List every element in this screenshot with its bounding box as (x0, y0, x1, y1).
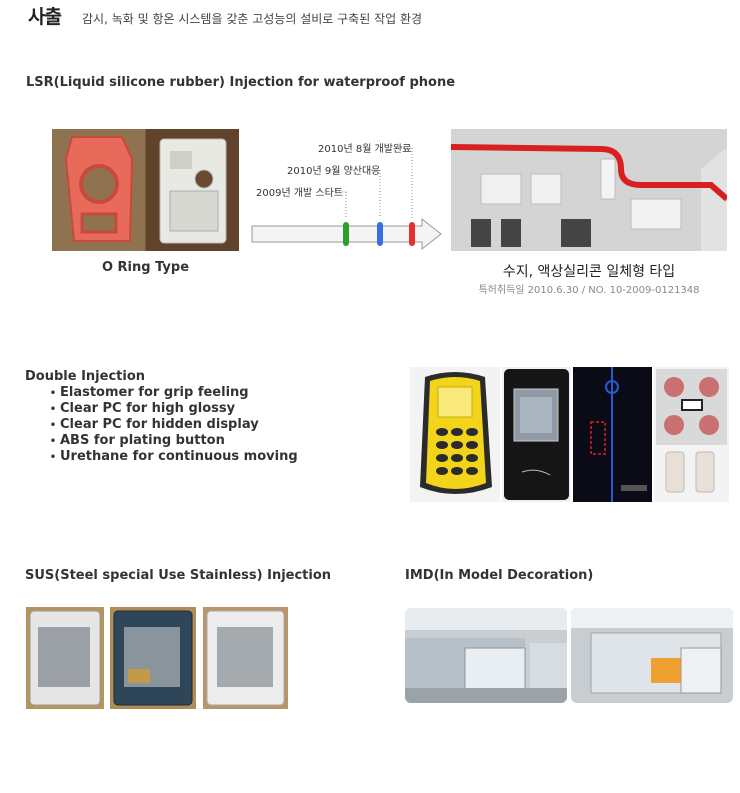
timeline-label-start: 2009년 개발 스타트 (256, 188, 344, 199)
sus-photo-1 (26, 607, 104, 709)
page-subtitle: 감시, 녹화 및 항온 시스템을 갖춘 고성능의 설비로 구축된 작업 환경 (82, 12, 423, 26)
imd-factory-photo-2 (571, 608, 733, 703)
list-item: •Elastomer for grip feeling (49, 385, 249, 400)
o-ring-caption: O Ring Type (101, 260, 190, 275)
patent-info: 특허취득일 2010.6.30 / NO. 10-2009-0121348 (478, 285, 700, 296)
black-phone-photo (502, 367, 571, 502)
double-injection-list: •Elastomer for grip feeling •Clear PC fo… (46, 385, 298, 465)
sus-heading: SUS(Steel special Use Stainless) Injecti… (25, 568, 332, 583)
timeline-label-mass-production: 2010년 9월 양산대응 (287, 166, 381, 177)
sus-photo-3 (203, 607, 288, 709)
yellow-phone-photo (410, 367, 500, 502)
list-item: •Clear PC for high glossy (49, 401, 236, 416)
imd-factory-photo-1 (405, 608, 567, 703)
lsr-caption: 수지, 액상실리콘 일체형 타입 (502, 264, 676, 280)
plating-button-photo (654, 367, 729, 502)
imd-heading: IMD(In Model Decoration) (405, 568, 594, 583)
development-timeline (250, 134, 446, 252)
lsr-heading: LSR(Liquid silicone rubber) Injection fo… (26, 75, 456, 90)
lsr-product-photo (451, 129, 727, 251)
hidden-display-phone-photo (573, 367, 652, 502)
list-item: •Urethane for continuous moving (49, 449, 298, 464)
list-item: •ABS for plating button (49, 433, 225, 448)
sus-photo-2 (110, 607, 196, 709)
list-item: •Clear PC for hidden display (49, 417, 259, 432)
timeline-label-complete: 2010년 8월 개발완료 (318, 144, 412, 155)
o-ring-photo (52, 129, 239, 251)
double-injection-heading: Double Injection (25, 369, 146, 384)
page-title: 사출 (28, 6, 62, 28)
